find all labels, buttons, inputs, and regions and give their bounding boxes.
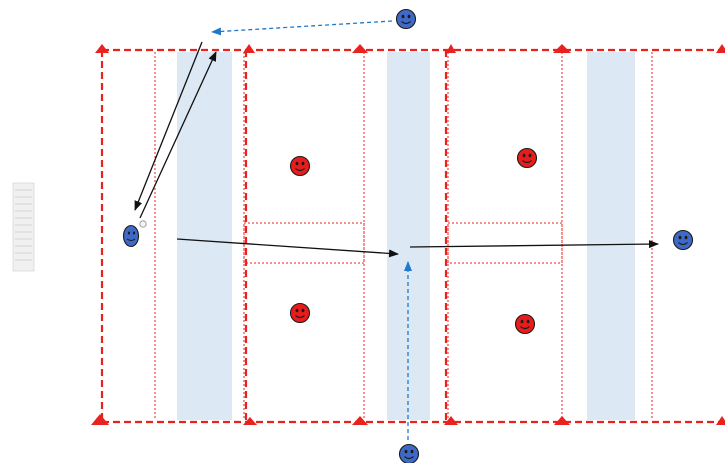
zone-right — [587, 52, 635, 420]
faded-legend-icon — [12, 182, 35, 272]
ball-icon — [139, 220, 147, 228]
attacker-bottom — [398, 443, 420, 463]
attacker-top — [395, 8, 417, 30]
zone-center — [387, 52, 430, 420]
pass-up — [139, 51, 217, 219]
defender-4 — [514, 313, 536, 335]
pass-center — [176, 238, 399, 258]
defender-3 — [289, 302, 311, 324]
attacker-left — [122, 220, 147, 248]
defender-1 — [289, 155, 311, 177]
pitch-boundary — [100, 48, 725, 424]
attacker-right — [672, 229, 694, 251]
inner-lines — [154, 52, 653, 420]
pass-down-left — [134, 41, 203, 211]
zone-left — [177, 52, 232, 420]
defender-2 — [516, 147, 538, 169]
cone-markers — [91, 44, 725, 425]
pass-right — [409, 240, 659, 249]
run-top — [211, 20, 393, 36]
